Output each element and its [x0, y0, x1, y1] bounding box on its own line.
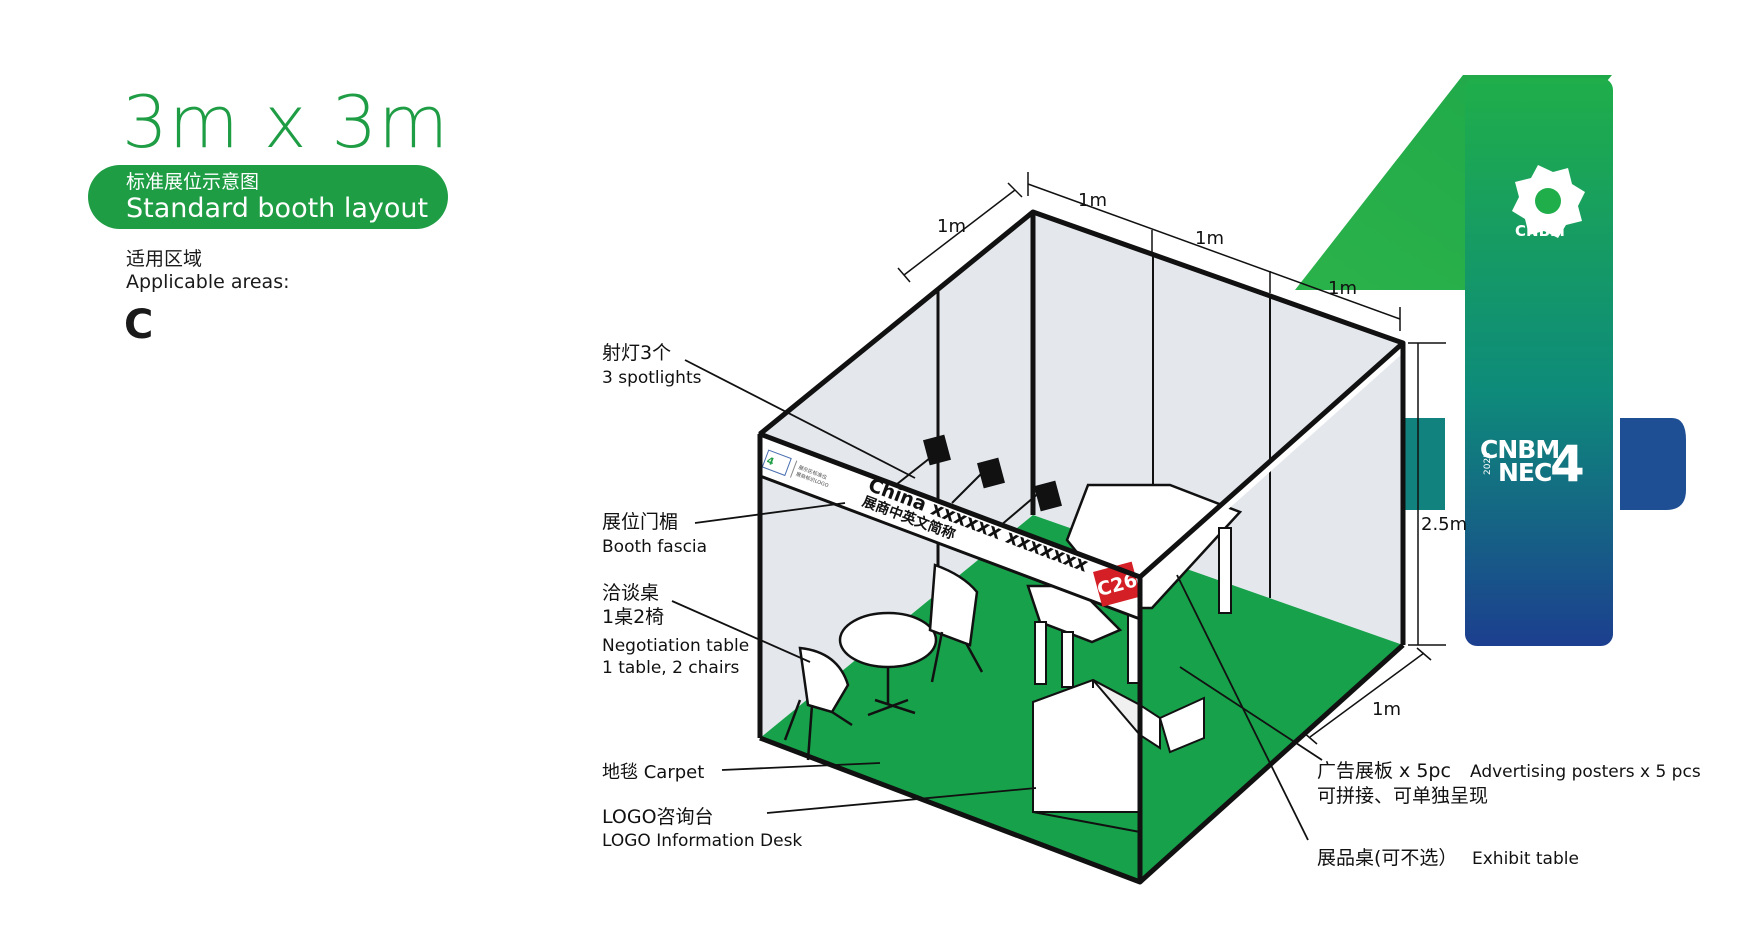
dim-label-1: 1m — [937, 216, 966, 237]
applicable-areas-en: Applicable areas: — [126, 271, 290, 293]
applicable-area-value: C — [124, 302, 154, 348]
label-spotlights-cn: 射灯3个 — [602, 342, 671, 364]
booth-size-title: 3m x 3m — [122, 80, 450, 164]
label-table-cn2: 1桌2椅 — [602, 606, 664, 628]
leader-lines — [671, 359, 1323, 841]
layout-title-en: Standard booth layout — [126, 193, 429, 224]
label-carpet: 地毯 Carpet — [602, 762, 704, 783]
cnbm-gear-icon — [1512, 165, 1585, 238]
brand-mid-left — [1405, 418, 1445, 510]
spotlight-icons — [891, 434, 1062, 527]
dimension-lines — [897, 172, 1446, 745]
brand-mid-right — [1620, 418, 1686, 510]
label-desk-cn: LOGO咨询台 — [602, 806, 714, 828]
booth-frame — [757, 209, 1406, 885]
brand-vertical-bar — [1465, 78, 1613, 646]
label-fascia-en: Booth fascia — [602, 537, 707, 557]
label-fascia-cn: 展位门楣 — [602, 511, 678, 533]
chair-1 — [928, 563, 984, 683]
logo-number-text: 4 — [1550, 435, 1585, 493]
logo-information-desk — [1032, 678, 1205, 833]
label-exhibit-en: Exhibit table — [1472, 849, 1579, 869]
label-table-en2: 1 table, 2 chairs — [602, 658, 740, 678]
label-desk-en: LOGO Information Desk — [602, 831, 802, 851]
cnbm-brand-text: CNBM — [1515, 222, 1565, 240]
label-spotlights-en: 3 spotlights — [602, 368, 702, 388]
chair-2 — [783, 646, 853, 761]
layout-title-cn: 标准展位示意图 — [126, 171, 260, 193]
dim-label-height: 2.5m — [1421, 514, 1467, 535]
brand-graphic: CNBM CNBM NEC 2025 4 — [1295, 75, 1686, 646]
logo-year-text: 2025 — [1483, 452, 1493, 475]
dim-label-4: 1m — [1328, 278, 1357, 299]
dim-label-2: 1m — [1078, 190, 1107, 211]
negotiation-table — [838, 611, 938, 717]
dim-label-depth: 1m — [1372, 699, 1401, 720]
applicable-areas-cn: 适用区域 — [126, 248, 203, 270]
svg-text:4: 4 — [765, 456, 775, 469]
label-posters-cn: 广告展板 x 5pc — [1317, 760, 1451, 782]
cnbm-nec-logo: CNBM NEC 2025 4 — [1480, 435, 1585, 493]
label-exhibit-cn: 展品桌(可不选） — [1317, 847, 1457, 869]
booth-structure: 4 展示区标准位 展商标识LOGO China xxxxxx xxxxxxx 展… — [757, 209, 1406, 885]
label-posters-en: Advertising posters x 5 pcs — [1470, 762, 1701, 782]
label-posters-cn2: 可拼接、可单独呈现 — [1317, 785, 1488, 807]
left-wall — [760, 212, 1033, 738]
dim-label-3: 1m — [1195, 228, 1224, 249]
label-table-en1: Negotiation table — [602, 636, 749, 656]
layout-title-pill: 标准展位示意图 Standard booth layout — [88, 165, 448, 229]
logo-bottom-text: NEC — [1498, 458, 1551, 487]
logo-top-text: CNBM — [1480, 435, 1559, 464]
label-table-cn1: 洽谈桌 — [602, 582, 659, 604]
